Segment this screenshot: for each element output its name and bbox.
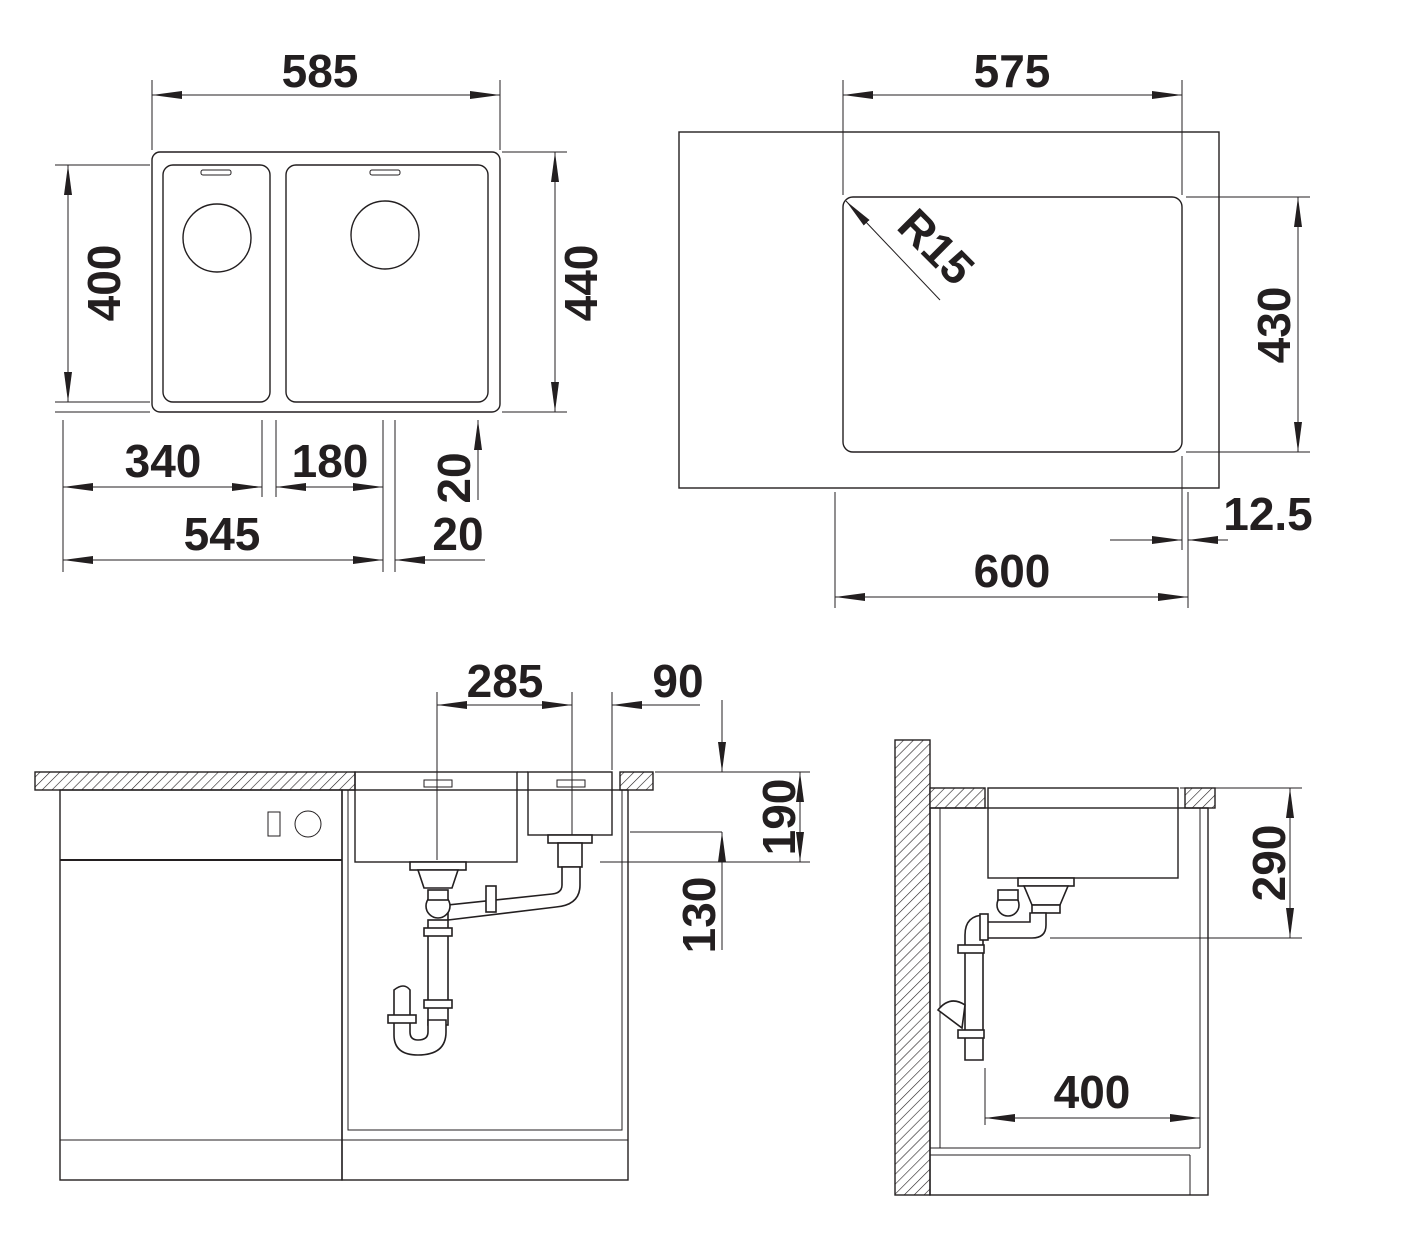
- small-bowl: [527, 771, 613, 836]
- dim-drain-height: 130: [673, 877, 725, 954]
- dim-corner-radius: R15: [888, 198, 984, 294]
- cutout-outline: [842, 196, 1183, 453]
- dim-rim-front: 20: [428, 452, 480, 503]
- right-bowl: [285, 164, 489, 403]
- front-view: 285 90 190 130: [34, 655, 810, 1181]
- dim-offset: 12.5: [1223, 488, 1313, 540]
- dim-depth-overall: 440: [555, 245, 607, 322]
- countertop-side: [929, 787, 986, 809]
- dim-drain-spacing: 285: [467, 655, 544, 707]
- dim-rim-side: 20: [432, 508, 483, 560]
- sink-outline: [151, 151, 501, 413]
- dim-bowl-depth: 190: [753, 779, 805, 856]
- countertop: [34, 771, 356, 791]
- large-bowl: [354, 771, 518, 863]
- dishwasher-button-icon: [267, 811, 281, 837]
- side-bowl: [987, 787, 1179, 879]
- drain-plumbing: [387, 834, 593, 1056]
- dim-cabinet-width: 545: [184, 508, 261, 560]
- countertop-side-front: [1184, 787, 1216, 809]
- dishwasher: [59, 789, 343, 1181]
- side-view: 290 400: [894, 739, 1302, 1196]
- dim-cutout-depth: 430: [1248, 287, 1300, 364]
- sink-cabinet: [341, 789, 629, 1181]
- dim-left-bowl-width: 340: [125, 435, 202, 487]
- dim-drain-distance: 400: [1054, 1066, 1131, 1118]
- dim-drain-offset: 90: [652, 655, 703, 707]
- side-drain-plumbing: [936, 877, 1075, 1061]
- right-drain-icon: [350, 200, 420, 270]
- left-overflow-icon: [200, 169, 232, 176]
- dim-cabinet-width-600: 600: [974, 545, 1051, 597]
- dim-side-depth: 290: [1243, 825, 1295, 902]
- dim-right-bowl-width: 180: [292, 435, 369, 487]
- dim-width-overall: 585: [282, 45, 359, 97]
- cabinet-outline: [678, 131, 1220, 489]
- right-overflow-icon: [369, 169, 401, 176]
- cutout-view: 575 R15 430 600 12.5: [678, 45, 1313, 608]
- dim-depth-left-bowl: 400: [78, 245, 130, 322]
- countertop-right: [619, 771, 654, 791]
- dishwasher-knob-icon: [294, 810, 322, 838]
- wall: [894, 739, 931, 1196]
- left-bowl: [162, 164, 271, 403]
- side-cabinet: [929, 807, 1209, 1196]
- dim-cutout-width: 575: [974, 45, 1051, 97]
- left-drain-icon: [182, 203, 252, 273]
- top-view: 585 400 440 340 180 545 20 20: [55, 45, 607, 572]
